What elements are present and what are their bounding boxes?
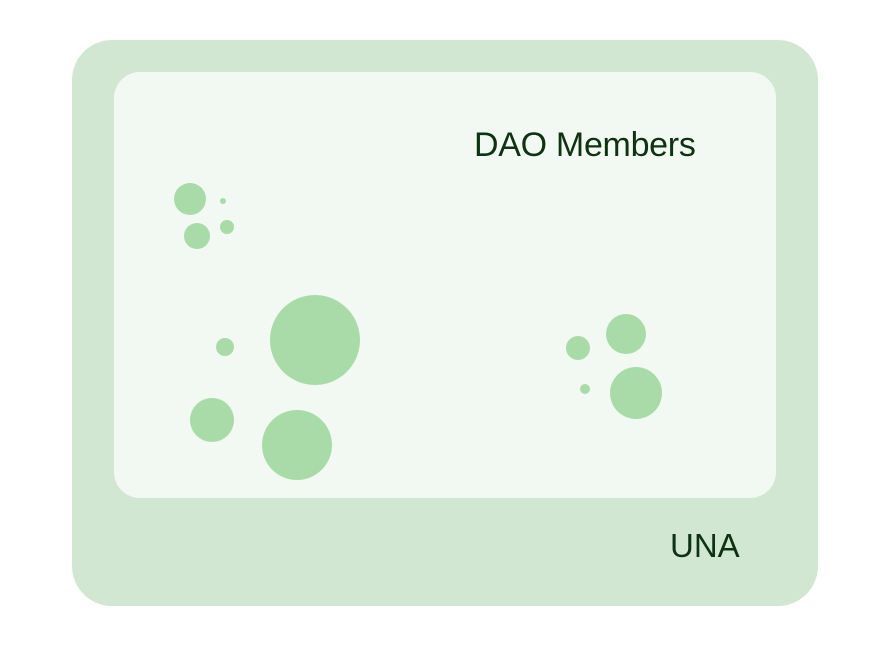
member-bubble <box>270 295 360 385</box>
member-bubble <box>566 336 590 360</box>
member-bubble <box>580 384 590 394</box>
member-bubble <box>220 220 234 234</box>
member-bubble <box>190 398 234 442</box>
member-bubble <box>262 410 332 480</box>
member-bubble <box>610 367 662 419</box>
member-bubble <box>606 314 646 354</box>
member-bubble <box>184 223 210 249</box>
panel-title: DAO Members <box>474 126 696 164</box>
member-bubble <box>216 338 234 356</box>
member-bubbles <box>174 183 662 480</box>
dao-card: DAO Members UNA <box>72 40 818 606</box>
member-bubble <box>220 198 226 204</box>
member-bubble <box>174 183 206 215</box>
members-panel: DAO Members <box>114 72 776 498</box>
card-footer-label: UNA <box>670 527 740 564</box>
